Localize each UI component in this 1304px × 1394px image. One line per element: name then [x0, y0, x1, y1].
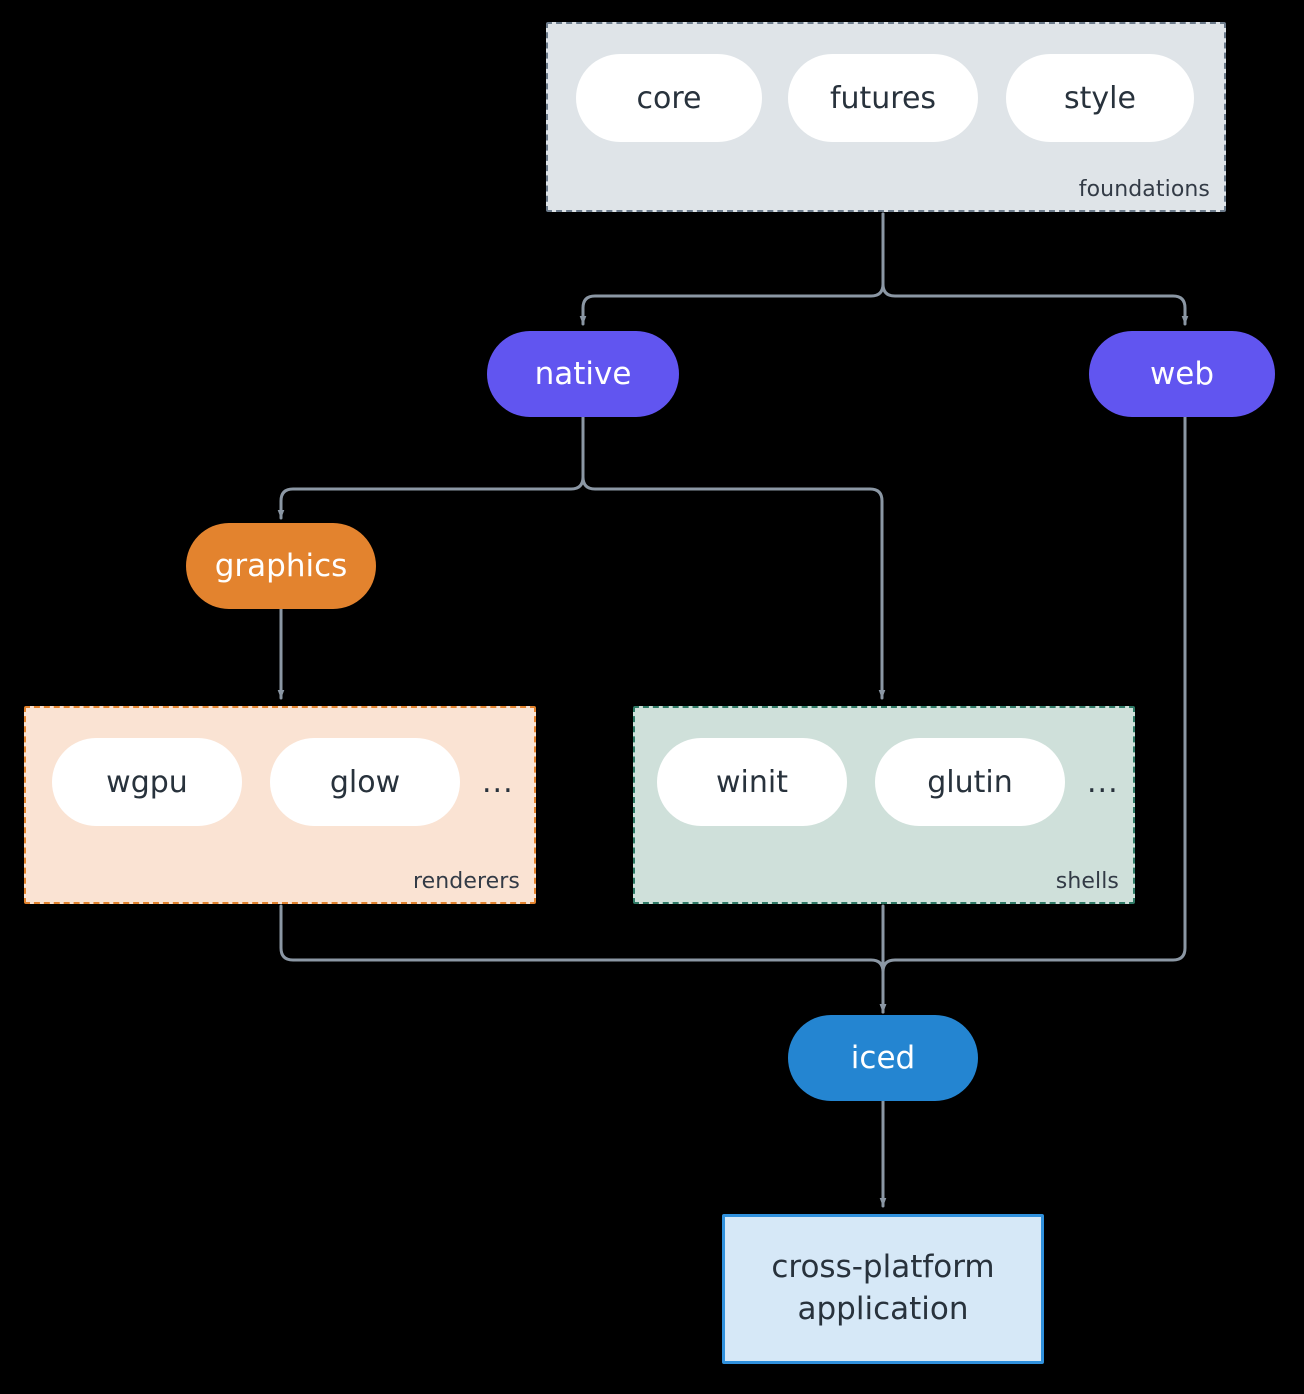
cluster-renderers[interactable]: wgpu glow ... renderers [24, 706, 536, 904]
cluster-renderers-label: renderers [412, 869, 520, 894]
node-futures-label: futures [829, 80, 937, 116]
node-iced-label: iced [850, 1040, 916, 1076]
node-web[interactable]: web [1089, 331, 1275, 417]
node-wgpu[interactable]: wgpu [52, 738, 242, 826]
node-native-label: native [534, 356, 632, 392]
node-style[interactable]: style [1006, 54, 1194, 142]
node-application-label-line2: application [797, 1291, 969, 1327]
node-winit[interactable]: winit [657, 738, 847, 826]
shells-ellipsis: ... [1087, 765, 1119, 800]
node-futures[interactable]: futures [788, 54, 978, 142]
node-core-label: core [636, 80, 702, 116]
node-graphics[interactable]: graphics [186, 523, 376, 609]
node-wgpu-label: wgpu [106, 764, 188, 800]
renderers-ellipsis: ... [482, 765, 514, 800]
node-web-label: web [1149, 356, 1215, 392]
node-winit-label: winit [716, 764, 788, 800]
cluster-foundations[interactable]: core futures style foundations [546, 22, 1226, 212]
node-glutin[interactable]: glutin [875, 738, 1065, 826]
cluster-foundations-label: foundations [1078, 177, 1210, 202]
node-style-label: style [1064, 80, 1136, 116]
node-application-label-line1: cross-platform [771, 1249, 995, 1286]
node-glutin-label: glutin [927, 764, 1013, 800]
node-glow-label: glow [329, 764, 401, 800]
node-cross-platform-application[interactable]: cross-platform application [722, 1214, 1044, 1364]
cluster-shells-label: shells [1055, 869, 1119, 894]
node-graphics-label: graphics [214, 548, 348, 584]
node-glow[interactable]: glow [270, 738, 460, 826]
cluster-shells[interactable]: winit glutin ... shells [633, 706, 1135, 904]
node-core[interactable]: core [576, 54, 762, 142]
node-iced[interactable]: iced [788, 1015, 978, 1101]
node-native[interactable]: native [487, 331, 679, 417]
